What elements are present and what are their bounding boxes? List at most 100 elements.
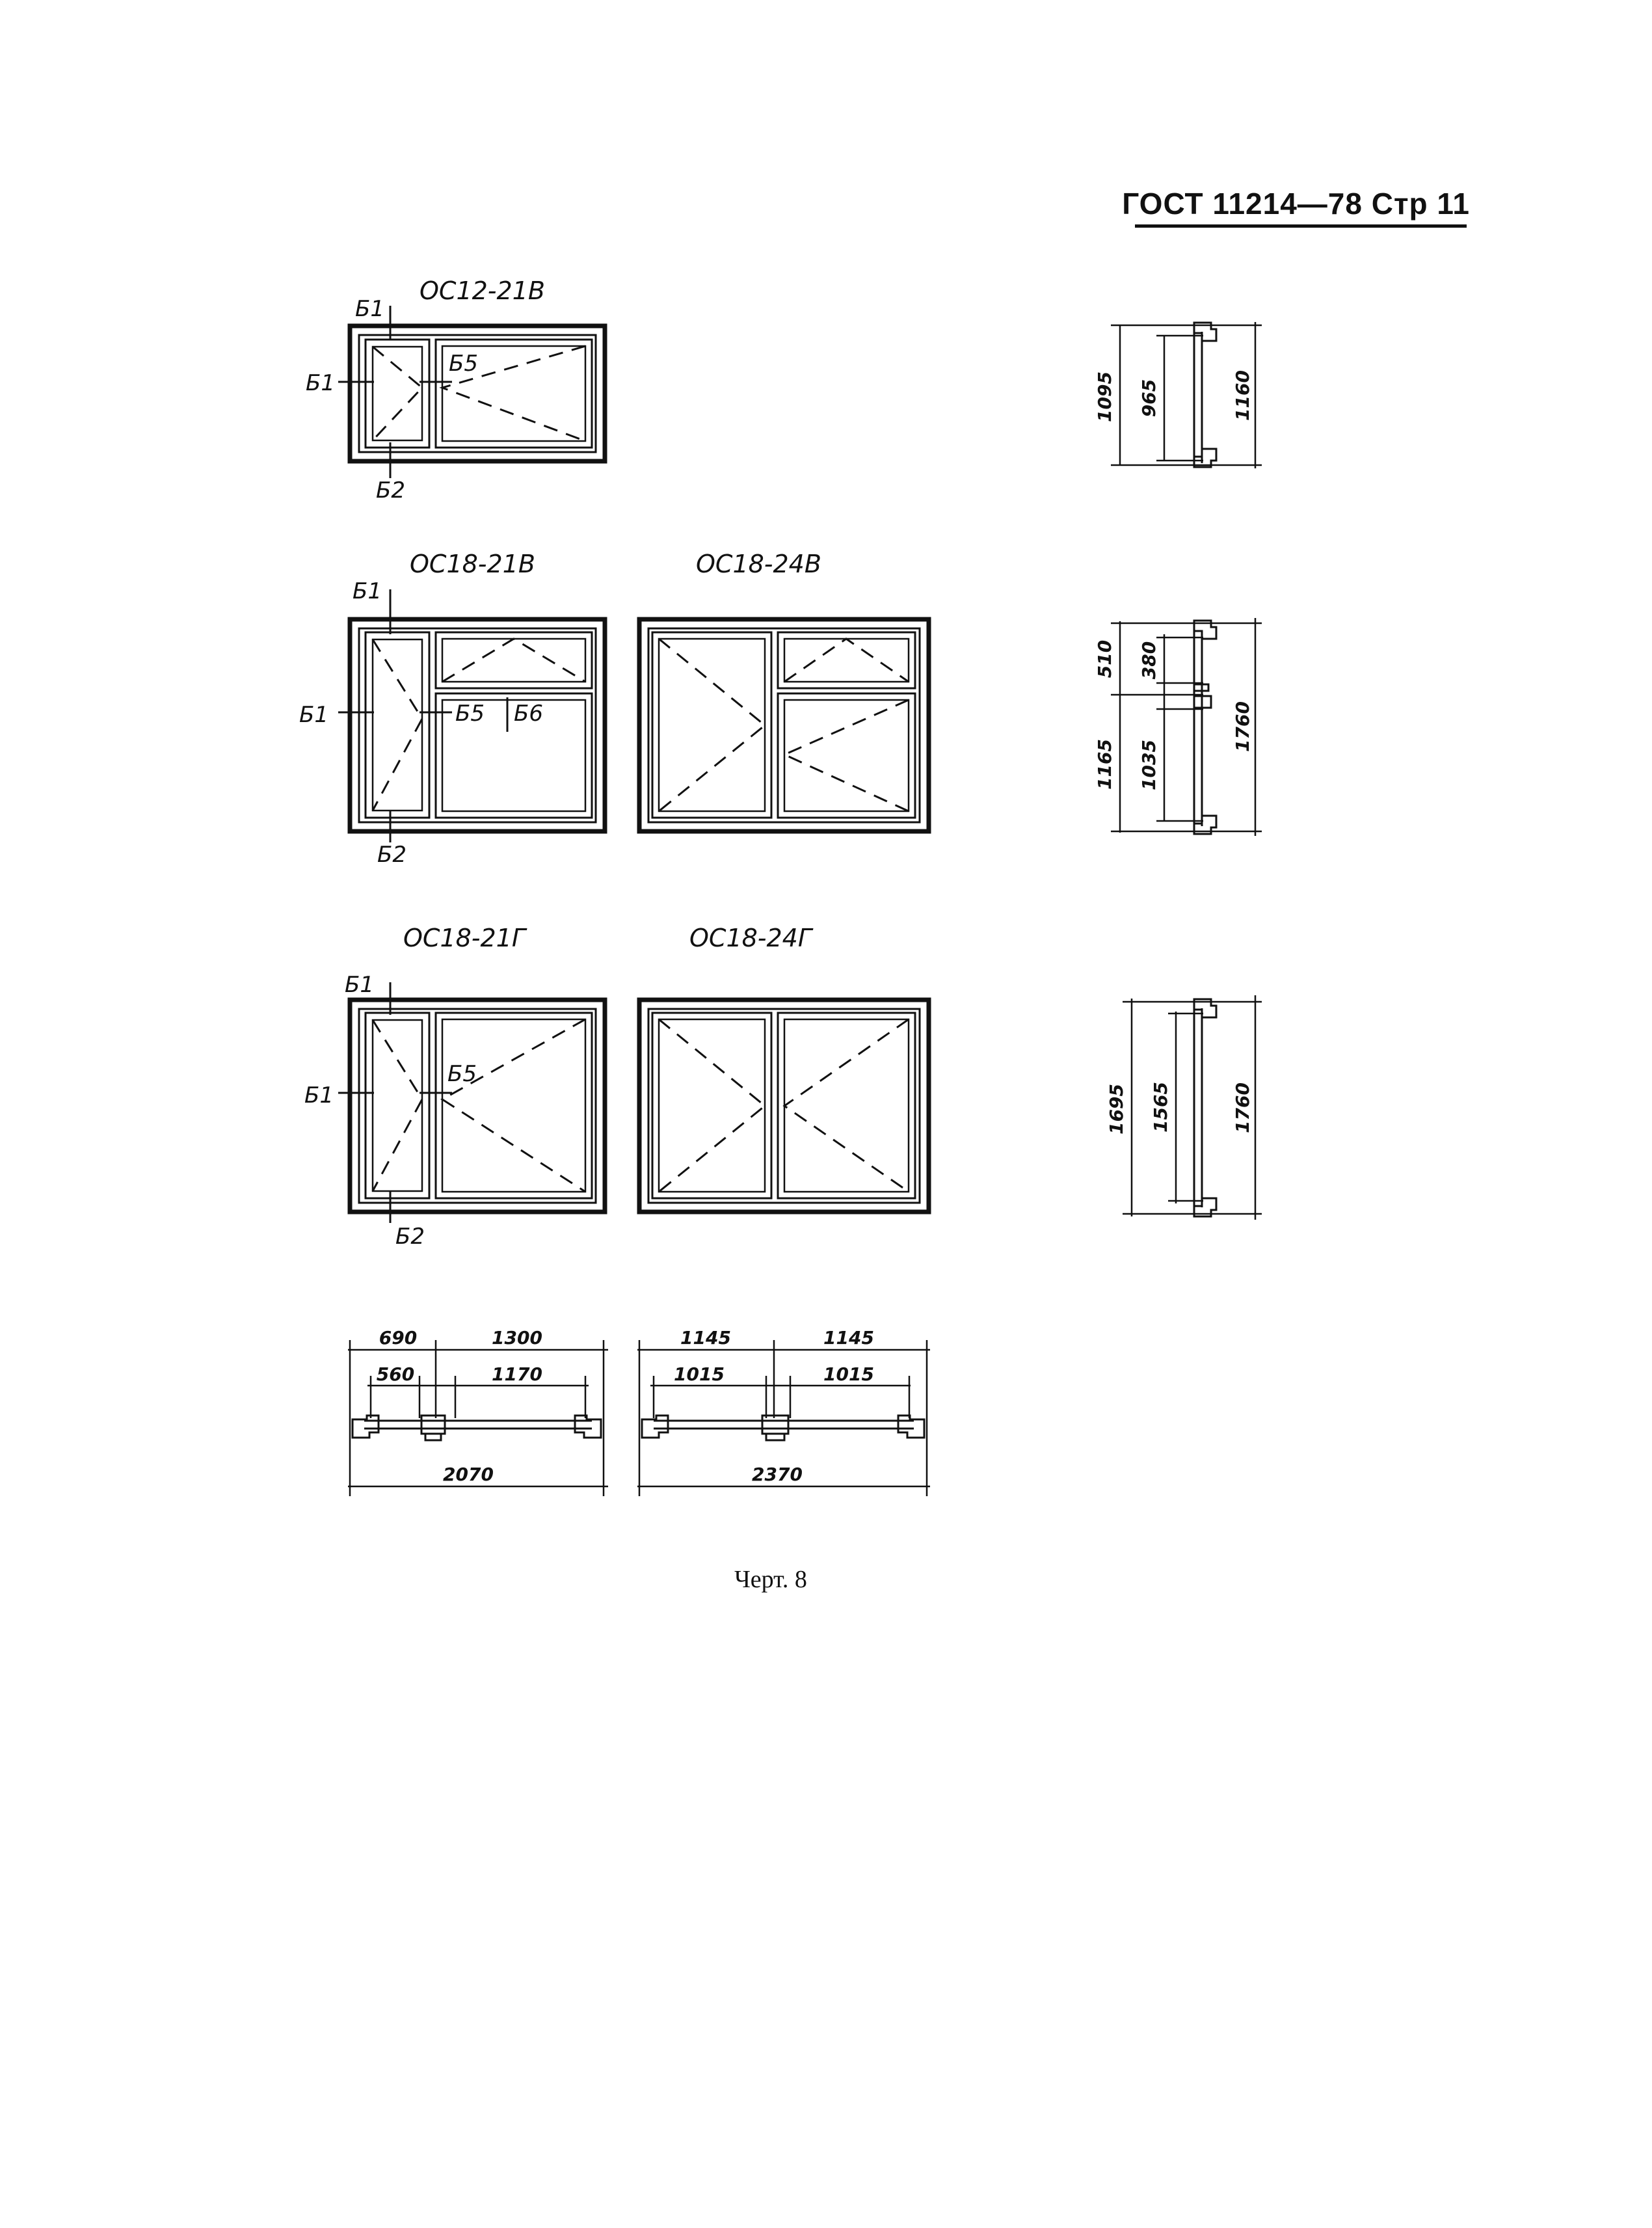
dim-2370: 2370 [752,1464,803,1485]
dim-1165: 1165 [1094,739,1115,790]
window-w2: ОС18-21В Б1 Б1 Б5 Б6 Б2 [299,550,607,868]
frame-inner [358,334,597,453]
frame-outer [347,323,607,464]
sash-right-inner [783,1018,910,1193]
mark-b2: Б2 [376,477,405,503]
side-section-s1: 1095 965 1160 [1094,321,1262,468]
profile-mullion [420,1414,446,1442]
page-header: ГОСТ 11214—78 Стр 11 [1122,187,1470,221]
frame-outer [347,617,607,834]
profile-top [1193,619,1218,640]
sash-bottom-right-inner [783,699,910,812]
sash-left-inner [371,345,423,442]
dim-1145: 1145 [823,1327,874,1349]
dim-1095: 1095 [1094,371,1115,422]
sash-left [364,1012,431,1200]
opening-line-left [371,639,423,811]
window-w4: ОС18-21Г Б1 Б1 Б5 Б2 [304,924,607,1250]
opening-line-right [782,1018,909,1193]
mark-b5: Б5 [455,701,485,727]
profile-bottom [1193,1197,1218,1218]
mark-b5: Б5 [449,351,478,377]
profile-mullion [761,1414,790,1442]
sash-top-right-inner [783,638,910,683]
profile-top [1193,998,1218,1019]
sash-bottom-right [434,692,593,819]
dim-1145: 1145 [680,1327,731,1349]
opening-line-transom [442,638,586,683]
window-w5-label: ОС18-24Г [689,924,814,952]
sash-top-right [777,631,916,690]
sash-right-inner [441,345,587,442]
sash-left [651,1012,773,1200]
opening-line-right [439,345,586,442]
mark-b1-left: Б1 [304,1082,334,1108]
opening-line-right [782,699,909,812]
dim-690: 690 [379,1327,417,1349]
frame-inner [647,1008,921,1204]
opening-line-left [658,638,767,812]
figure-caption: Черт. 8 [734,1566,807,1593]
dim-2070: 2070 [443,1464,494,1485]
sash-bottom-right-inner [441,699,587,812]
profile-left [351,1414,380,1439]
frame-inner [647,627,921,824]
dim-1300: 1300 [492,1327,542,1349]
sash-top-right [434,631,593,690]
window-w3: ОС18-24В [637,550,931,834]
opening-line-right [440,1018,586,1193]
dim-1695: 1695 [1106,1084,1127,1134]
mark-b1-left: Б1 [306,370,335,396]
profile-right [897,1414,926,1439]
mark-b2: Б2 [377,842,406,868]
frame-inner [358,1008,597,1204]
mark-b6: Б6 [514,701,543,727]
mark-b1-left: Б1 [299,702,328,728]
profile-bottom [1193,448,1218,468]
opening-line-left [658,1018,767,1193]
window-w2-label: ОС18-21В [410,550,535,578]
plan-section-right: 1145 1145 1015 1015 2370 [637,1327,930,1496]
mark-b1-top: Б1 [355,296,384,322]
profile-left [641,1414,669,1439]
sash-right [434,338,593,449]
sash-left [364,631,431,819]
sash-left [651,631,773,819]
sash-left-inner [371,1019,423,1192]
sash-right-inner [441,1018,587,1193]
mark-b1-top: Б1 [345,972,374,998]
window-w1: ОС12-21В Б1 Б1 Б5 Б2 [306,276,607,503]
dim-1015: 1015 [674,1363,725,1385]
profile-bottom [1193,814,1218,835]
mark-b1-top: Б1 [353,578,382,604]
dim-1160: 1160 [1232,370,1253,421]
dim-1015: 1015 [823,1363,874,1385]
sash-right [434,1012,593,1200]
mark-b2: Б2 [395,1224,425,1250]
sash-right [777,1012,916,1200]
sash-left-inner [658,1018,766,1193]
window-w5: ОС18-24Г [637,924,931,1215]
dim-560: 560 [377,1363,414,1385]
side-section-s3: 1695 1565 1760 [1106,995,1262,1220]
dim-965: 965 [1138,379,1160,417]
dim-1760: 1760 [1232,701,1253,752]
dim-1565: 1565 [1150,1082,1171,1133]
frame-inner [358,627,597,824]
sash-left-inner [371,638,423,812]
frame-outer [347,997,607,1215]
frame-outer [637,617,931,834]
header-underline [1135,224,1467,228]
window-w1-label: ОС12-21В [420,276,545,305]
mark-b5: Б5 [447,1061,477,1087]
dim-380: 380 [1138,641,1160,679]
sash-bottom-right [777,692,916,819]
dim-510: 510 [1094,640,1115,678]
dim-1170: 1170 [492,1363,542,1385]
profile-right [574,1414,602,1439]
opening-line-transom [784,638,909,683]
frame-outer [637,997,931,1215]
side-section-s2: 510 380 1165 1035 1760 [1094,618,1262,836]
sash-left [364,338,431,449]
